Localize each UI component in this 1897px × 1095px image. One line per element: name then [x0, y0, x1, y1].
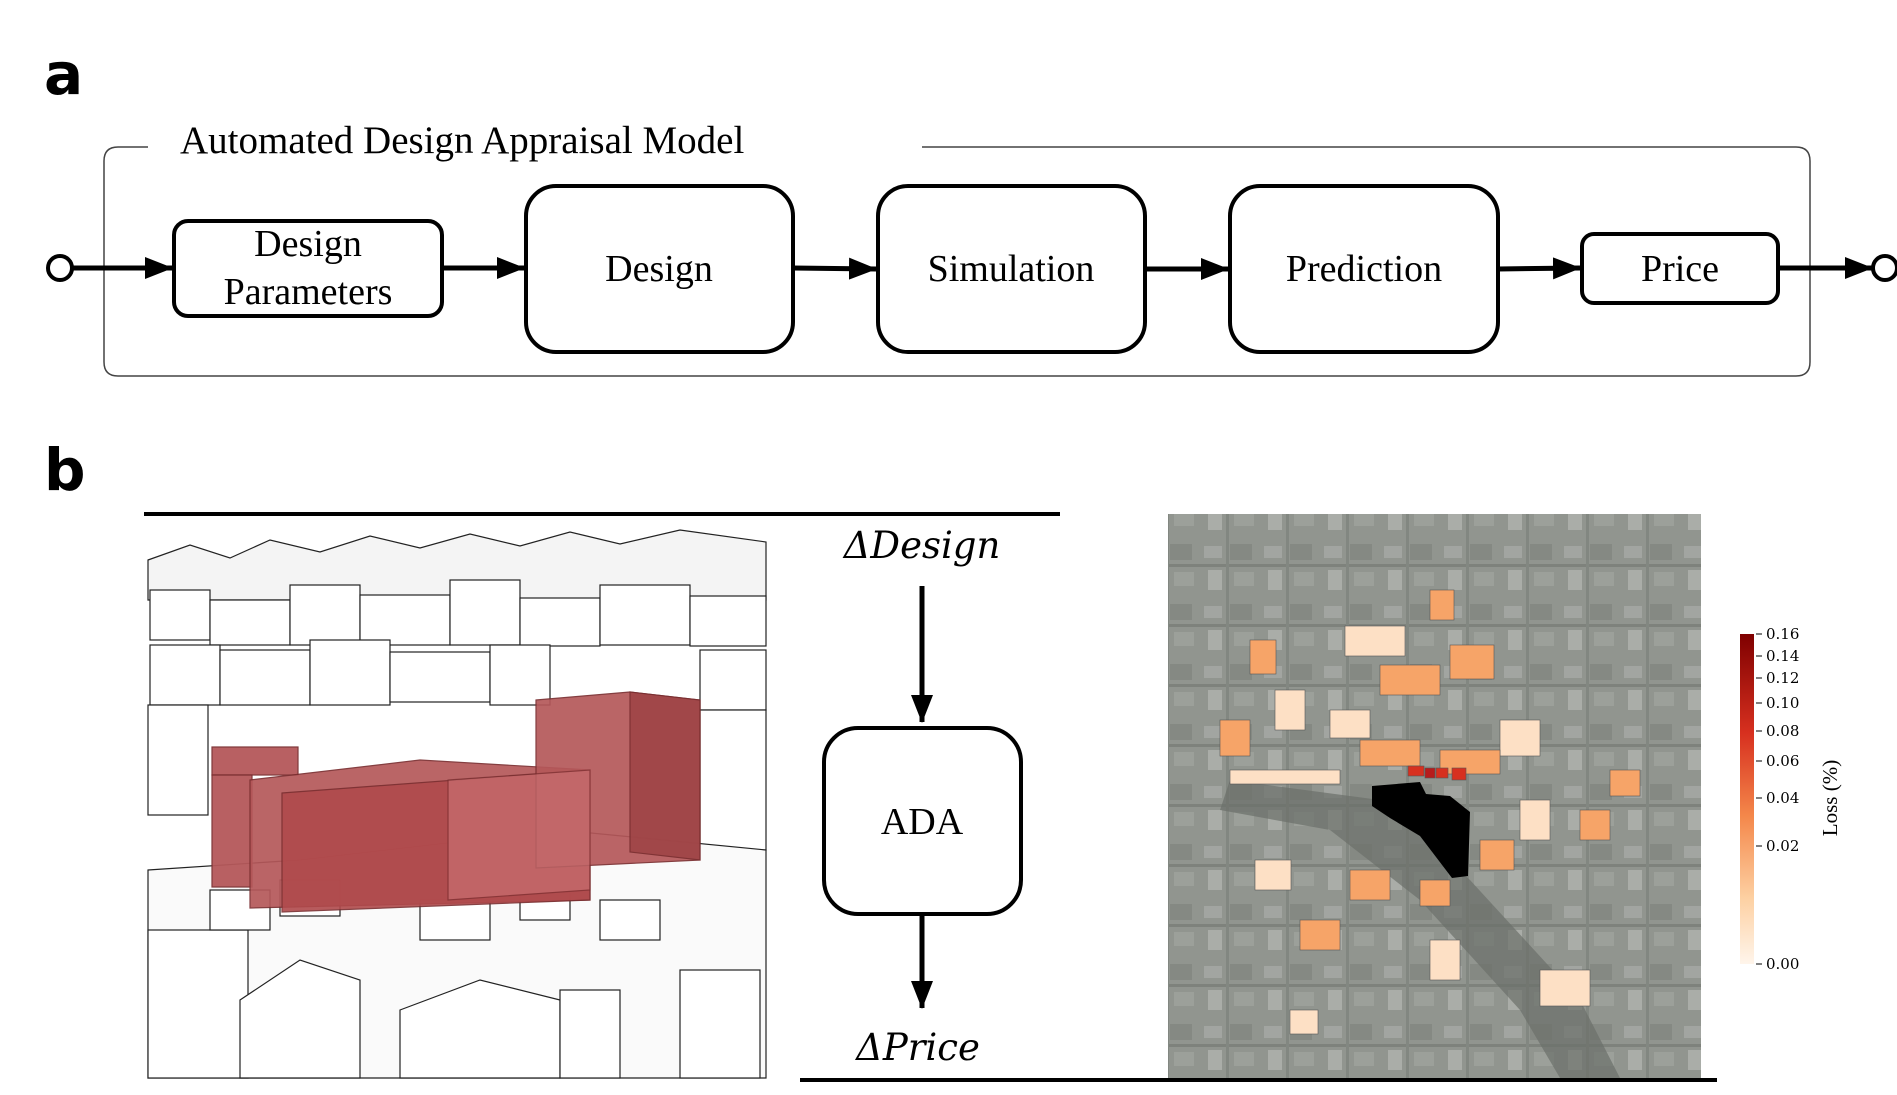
design-site [1372, 782, 1470, 878]
step-label-design-parameters-line1: Design [254, 223, 362, 265]
colorbar-tick: 0.12 [1766, 669, 1799, 687]
model-group-title: Automated Design Appraisal Model [180, 119, 744, 162]
city-model-render [146, 526, 767, 1079]
colorbar-tick: 0.00 [1766, 955, 1799, 973]
step-box-simulation [876, 184, 1147, 354]
step-label-price: Price [1641, 248, 1719, 290]
colorbar-tick: 0.16 [1766, 625, 1799, 643]
arrow-prediction-to-price [1497, 257, 1581, 280]
colorbar-tick: 0.04 [1766, 789, 1799, 807]
panel-letter-b: b [44, 436, 86, 504]
colorbar-tick: 0.02 [1766, 837, 1799, 855]
step-box-design [524, 184, 795, 354]
output-terminal [1871, 254, 1897, 282]
colorbar-gradient [1740, 634, 1754, 964]
colorbar: 0.16 0.14 0.12 0.10 0.08 0.06 0.04 0.02 … [1740, 625, 1842, 973]
colorbar-tick: 0.06 [1766, 752, 1799, 770]
step-box-prediction [1228, 184, 1500, 354]
ada-label: ADA [881, 801, 964, 843]
delta-design-label: ΔDesign [842, 524, 1001, 567]
step-label-design: Design [605, 248, 713, 290]
step-label-simulation: Simulation [928, 248, 1095, 290]
colorbar-tick: 0.14 [1766, 647, 1799, 665]
step-label-prediction: Prediction [1286, 248, 1442, 290]
colorbar-label: Loss (%) [1818, 760, 1842, 836]
arrow-design-to-simulation [792, 257, 877, 280]
step-label-design-parameters-line2: Parameters [224, 271, 393, 313]
step-box-design-parameters [172, 219, 444, 318]
colorbar-tick: 0.08 [1766, 722, 1799, 740]
colorbar-tick: 0.10 [1766, 694, 1799, 712]
delta-price-label: ΔPrice [854, 1026, 980, 1069]
panel-letter-a: a [44, 40, 83, 108]
input-terminal [46, 254, 74, 282]
loss-map [1168, 514, 1701, 1078]
model-group-frame [103, 146, 1811, 377]
step-box-price [1580, 232, 1780, 305]
